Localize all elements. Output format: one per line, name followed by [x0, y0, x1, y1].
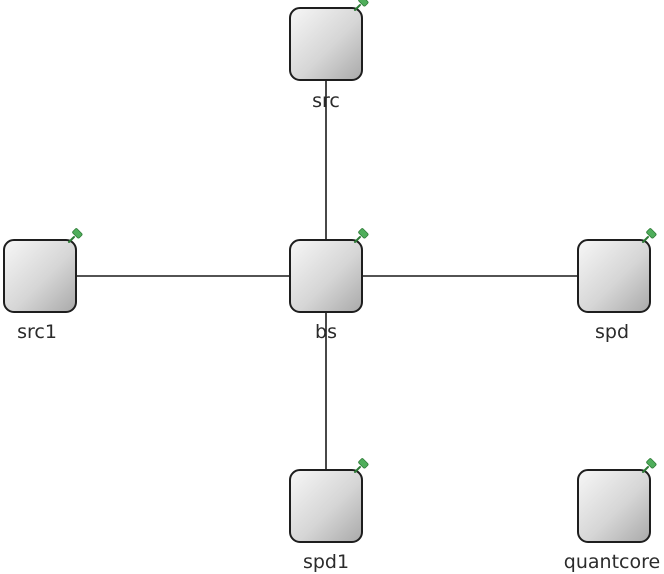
node-box[interactable]	[577, 239, 651, 313]
node-label: spd1	[303, 551, 349, 573]
pin-icon	[68, 228, 83, 243]
node-src1[interactable]: src1	[3, 228, 83, 343]
node-box[interactable]	[289, 469, 363, 543]
node-spd[interactable]: spd	[577, 228, 657, 343]
node-bs[interactable]: bs	[289, 228, 369, 343]
pin-icon	[354, 0, 369, 11]
pin-icon	[642, 458, 657, 473]
edges-layer	[40, 44, 614, 506]
node-label: bs	[315, 321, 337, 343]
node-src[interactable]: src	[289, 0, 369, 112]
node-label: src	[312, 90, 340, 112]
node-spd1[interactable]: spd1	[289, 458, 369, 573]
node-box[interactable]	[289, 239, 363, 313]
pin-icon	[642, 228, 657, 243]
node-quantcore[interactable]: quantcore	[564, 458, 660, 573]
node-box[interactable]	[577, 469, 651, 543]
node-label: spd	[595, 321, 629, 343]
node-label: quantcore	[564, 551, 660, 573]
pin-icon	[354, 228, 369, 243]
nodes-layer: src src1 bs spd	[3, 0, 660, 573]
node-box[interactable]	[289, 7, 363, 81]
node-box[interactable]	[3, 239, 77, 313]
node-label: src1	[17, 321, 57, 343]
pin-icon	[354, 458, 369, 473]
